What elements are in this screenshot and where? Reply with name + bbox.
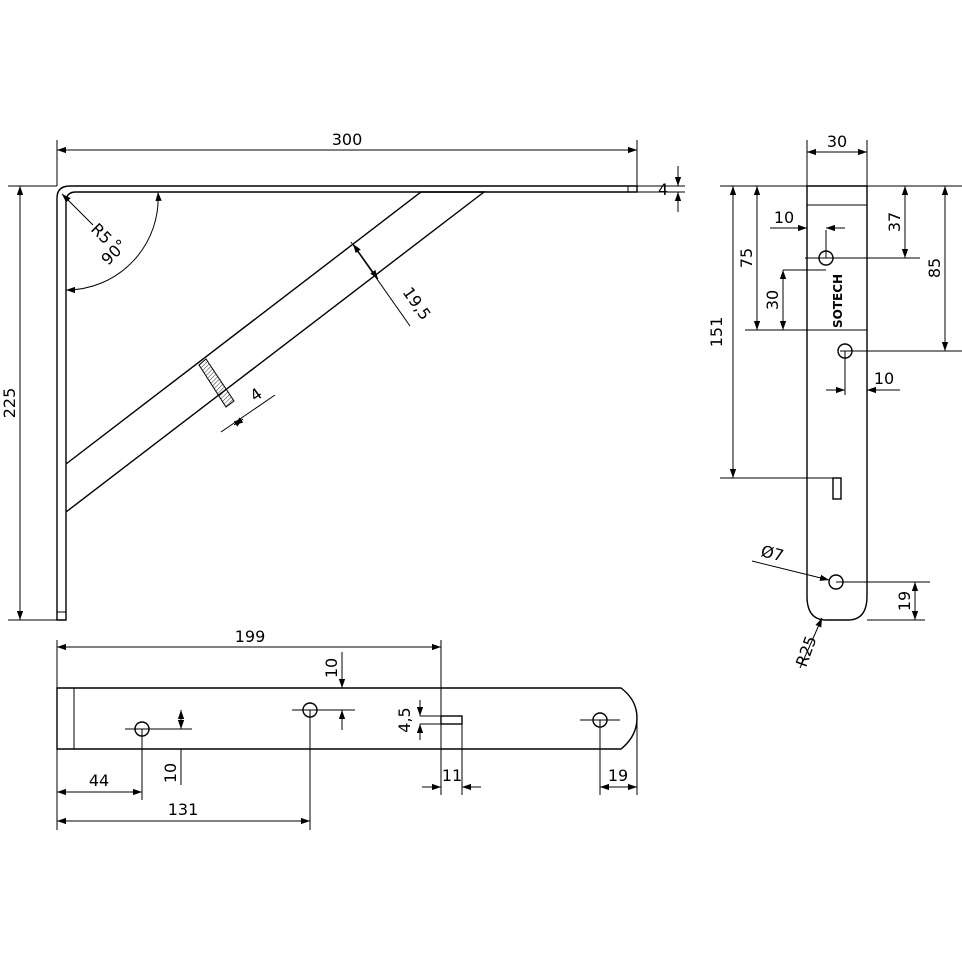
dim-4-brace: 4 <box>246 384 265 405</box>
bottom-view: 199 10 4,5 10 44 131 11 19 <box>56 627 638 830</box>
dim-37: 37 <box>885 212 904 232</box>
dim-line-brace-4 <box>233 417 244 427</box>
dim-leader-4 <box>220 394 276 433</box>
strip-outline <box>806 185 868 621</box>
dim-151: 151 <box>707 317 726 348</box>
hole-diameter: Ø7 <box>759 541 786 565</box>
dim-10-top-bottom: 10 <box>322 658 341 678</box>
bracket-outline <box>56 185 638 621</box>
side-view: 300 225 4 R5 90° 19,5 4 <box>0 130 685 621</box>
dim-4-5: 4,5 <box>395 707 414 732</box>
dim-199: 199 <box>235 627 266 646</box>
slot <box>832 477 842 500</box>
brace-section-hatch <box>198 358 235 408</box>
dim-85: 85 <box>925 258 944 278</box>
radius-leader-r25 <box>799 617 823 669</box>
front-view: SOTECH 30 10 37 85 75 30 <box>707 132 962 669</box>
dim-10-mid: 10 <box>874 369 894 388</box>
dim-19-front: 19 <box>895 591 914 611</box>
dim-19-bottom: 19 <box>608 766 628 785</box>
sotech-logo: SOTECH <box>831 274 845 328</box>
diagonal-brace <box>65 191 487 513</box>
dim-131: 131 <box>168 800 199 819</box>
radius-r25: R25 <box>792 633 821 669</box>
hole-leader <box>751 560 830 581</box>
dim-225: 225 <box>0 388 19 419</box>
dim-300: 300 <box>332 130 363 149</box>
dim-44: 44 <box>89 771 109 790</box>
dim-30-width: 30 <box>827 132 847 151</box>
angle-arc <box>65 191 162 294</box>
dim-11: 11 <box>442 766 462 785</box>
dim-10-low: 10 <box>161 763 180 783</box>
dim-10-top: 10 <box>774 208 794 227</box>
slot <box>440 715 463 725</box>
dim-30-vertical: 30 <box>763 290 782 310</box>
dim-75: 75 <box>737 248 756 268</box>
brace-flat-outline <box>56 687 638 750</box>
dim-line-19-5 <box>352 243 379 280</box>
dim-4-thickness: 4 <box>658 180 668 199</box>
